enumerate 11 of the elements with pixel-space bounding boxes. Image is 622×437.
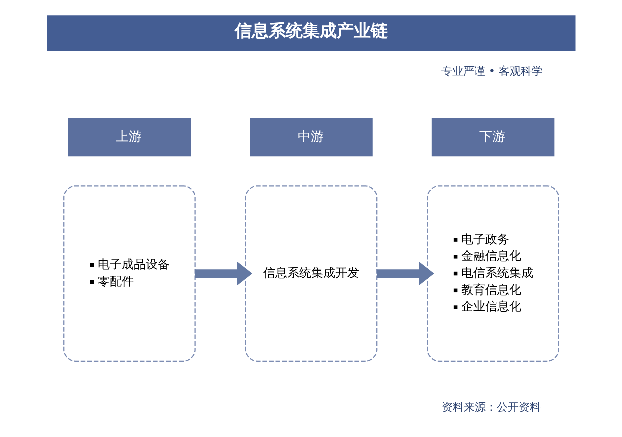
node-box: 电子成品设备 零配件 [63, 186, 196, 362]
arrow [194, 262, 252, 286]
label: 专业严谨 • 客观科学 [440, 64, 543, 78]
node-box: 下游 [431, 118, 554, 157]
arrow [376, 262, 434, 286]
node-box: 信息系统集成开发 [244, 186, 378, 362]
diagram-title: 信息系统集成产业链 [234, 20, 388, 41]
node-box: 上游 [68, 118, 191, 157]
label: 资料来源：公开资料 [442, 401, 541, 414]
node-box: 中游 [250, 118, 372, 157]
node-box: 电子政务 金融信息化 电信系统集成 教育信息化 企业信息化 [426, 186, 559, 362]
